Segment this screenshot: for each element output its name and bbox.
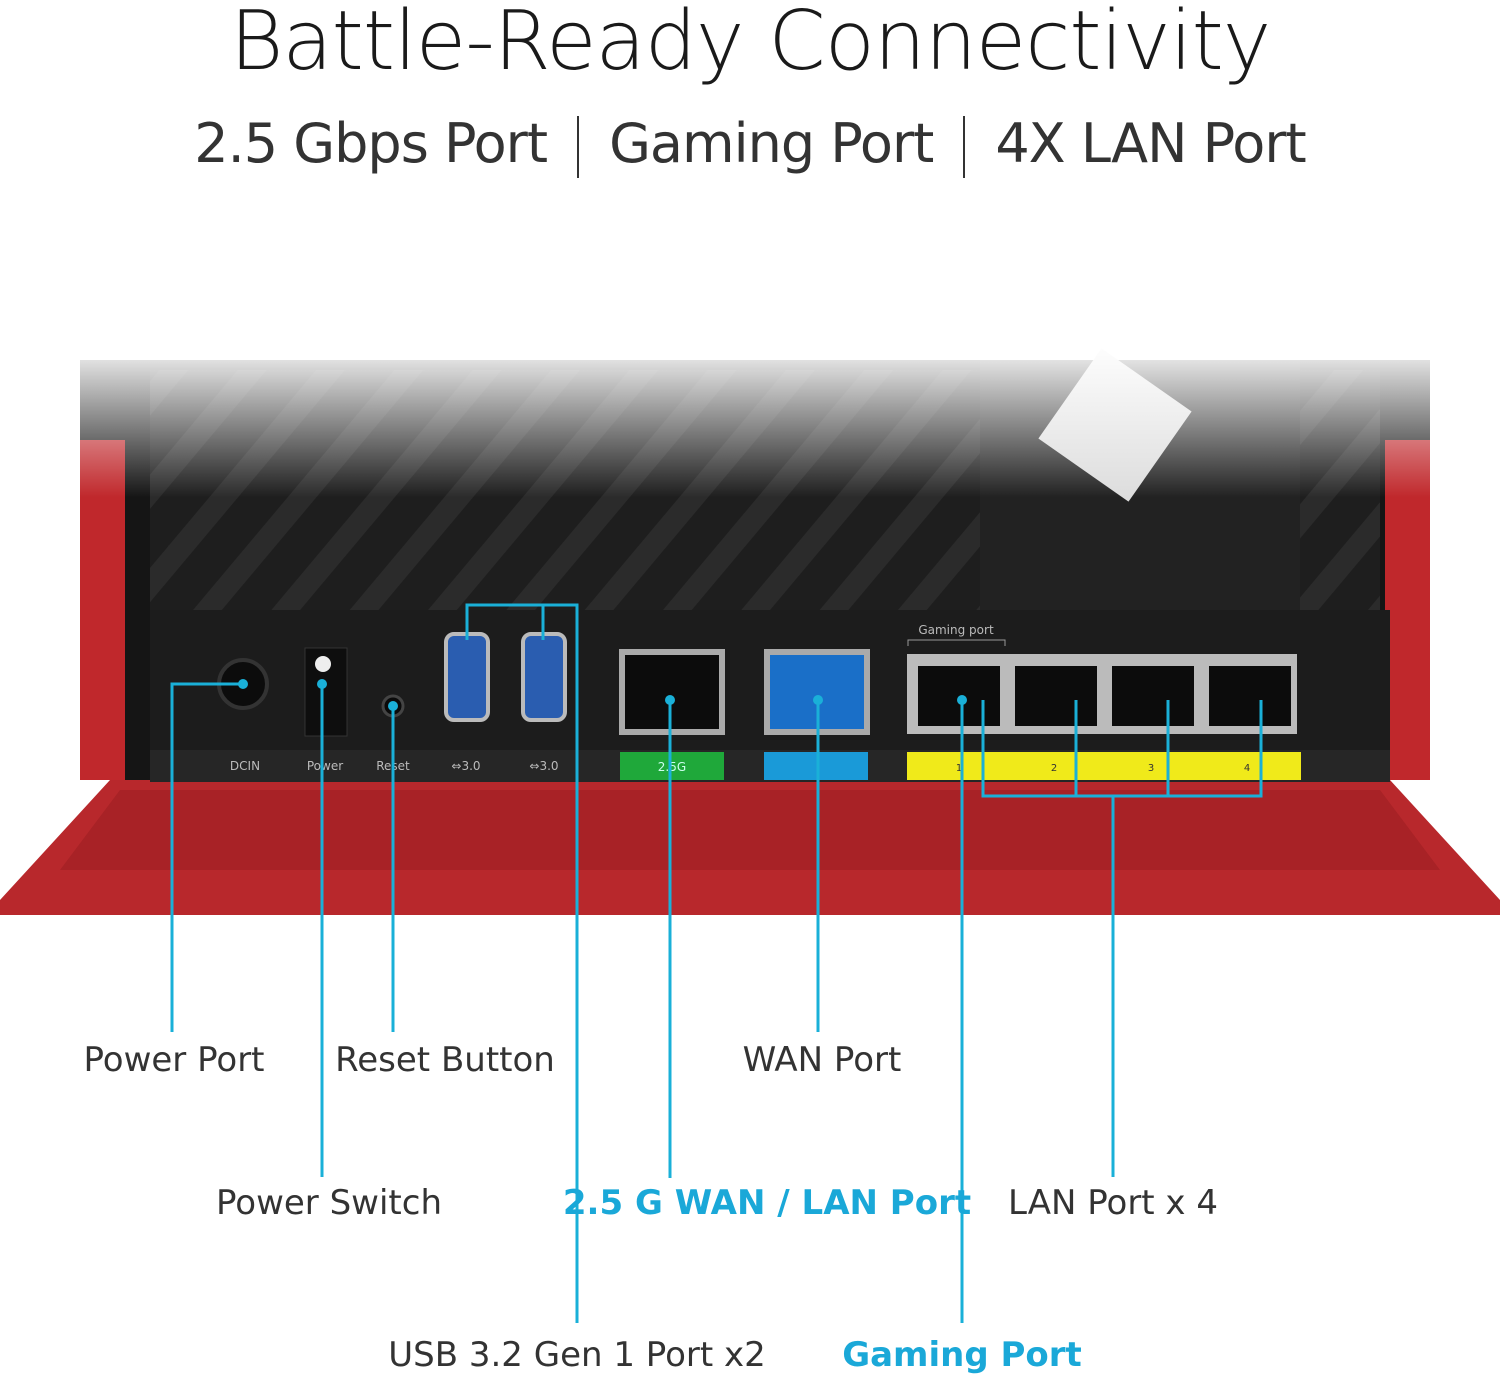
callout-power-port: Power Port: [83, 1040, 265, 1080]
callout-lan-ports: LAN Port x 4: [1008, 1183, 1218, 1223]
divider: [963, 116, 966, 179]
page-title: Battle-Ready Connectivity: [229, 0, 1272, 89]
lan-number: 3: [1148, 763, 1154, 774]
usb-print: ⇔3.0: [529, 759, 558, 773]
power-print: Power: [307, 759, 343, 773]
ports: Gaming port DCIN Power Reset ⇔3.0 ⇔3.0 2…: [217, 623, 1301, 780]
callout-lines: [170, 603, 1263, 1323]
rj45-2.5g: [619, 649, 725, 735]
callout-power-switch: Power Switch: [215, 1183, 443, 1223]
router-body: [60, 340, 1460, 790]
subtitle: 2.5 Gbps Port Gaming Port 4X LAN Port: [0, 112, 1500, 179]
2.5g-print: 2.5G: [658, 760, 686, 774]
lan-number: 2: [1051, 763, 1057, 774]
power-switch: [304, 647, 348, 737]
callout-wan-port: WAN Port: [742, 1040, 902, 1080]
lan-number: 1: [956, 763, 962, 774]
callout-gaming-port: Gaming Port: [842, 1335, 1082, 1375]
subtitle-item: 4X LAN Port: [995, 112, 1306, 175]
gaming-port-print: Gaming port: [918, 623, 994, 637]
router-base: [0, 780, 1500, 915]
callout-dots: [238, 679, 967, 711]
callout-usb: USB 3.2 Gen 1 Port x2: [388, 1335, 766, 1375]
subtitle-item: 2.5 Gbps Port: [194, 112, 548, 175]
usb-print: ⇔3.0: [451, 759, 480, 773]
subtitle-item: Gaming Port: [609, 112, 934, 175]
callout-2.5g-wan-lan: 2.5 G WAN / LAN Port: [562, 1183, 972, 1223]
divider: [577, 116, 580, 179]
usb-port: [521, 632, 567, 722]
callout-reset-button: Reset Button: [335, 1040, 555, 1080]
dcin-print: DCIN: [230, 759, 260, 773]
lan-number: 4: [1244, 763, 1250, 774]
usb-port: [444, 632, 490, 722]
